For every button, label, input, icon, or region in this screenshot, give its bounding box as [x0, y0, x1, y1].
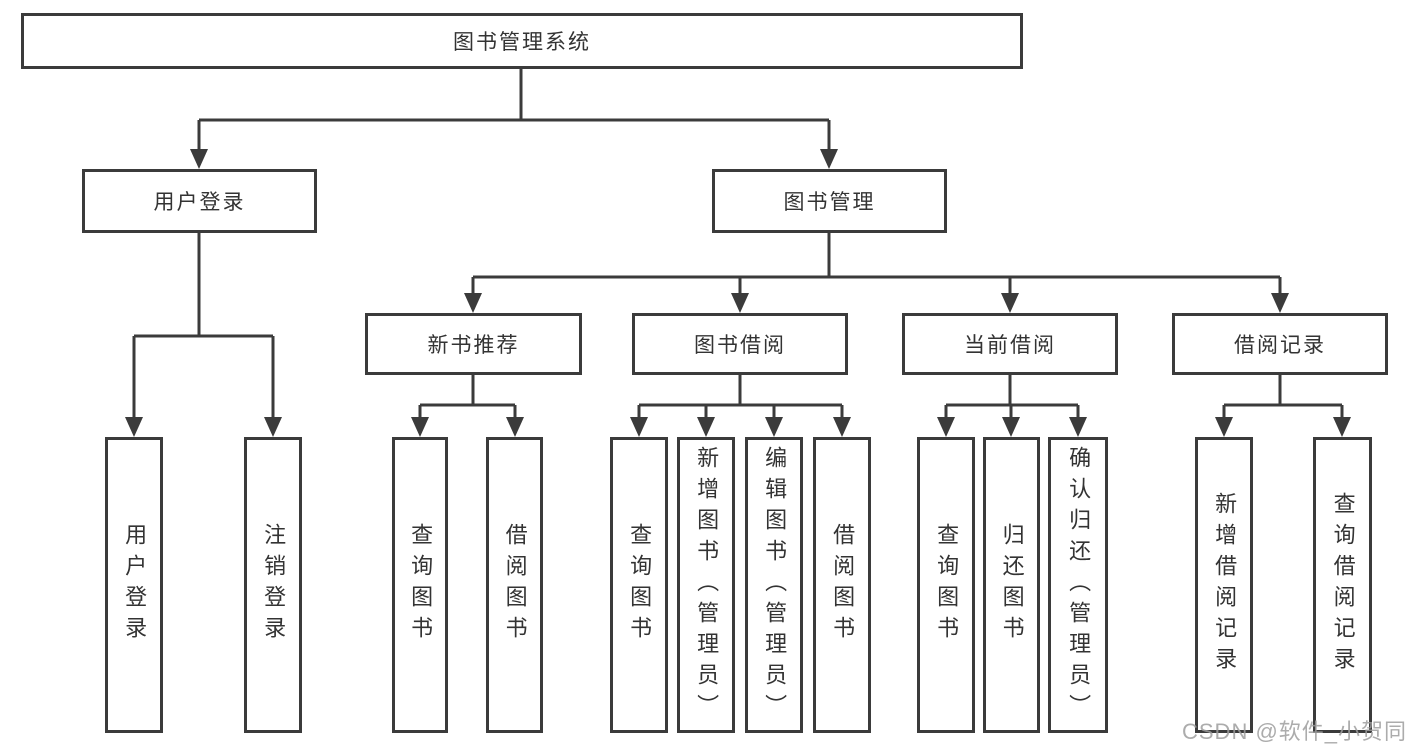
node-new-book-recommend: 新书推荐: [365, 313, 582, 375]
node-user-login: 用户登录: [82, 169, 317, 233]
leaf-confirm-return-admin: 确认归还（管理员）: [1048, 437, 1108, 733]
arrowhead: [833, 417, 851, 437]
node-borrow-records: 借阅记录: [1172, 313, 1388, 375]
node-root: 图书管理系统: [21, 13, 1023, 69]
connector-book-borrow-branch: [637, 375, 844, 421]
leaf-confirm-return-admin-label: 确认归还（管理员）: [1066, 445, 1092, 725]
node-user-login-label: 用户登录: [153, 191, 246, 214]
arrowhead: [630, 417, 648, 437]
leaf-edit-book-admin-label: 编辑图书（管理员）: [762, 445, 788, 725]
leaf-return-book-label: 归还图书: [999, 523, 1025, 647]
node-borrow-records-label: 借阅记录: [1234, 334, 1326, 357]
node-current-borrow: 当前借阅: [902, 313, 1118, 375]
connector-user-login-branch: [132, 233, 275, 421]
leaf-borrow-book-2: 借阅图书: [813, 437, 871, 733]
node-book-management: 图书管理: [712, 169, 947, 233]
leaf-borrow-book-2-label: 借阅图书: [830, 523, 856, 647]
arrowhead: [1069, 417, 1087, 437]
arrowhead: [1215, 417, 1233, 437]
arrowhead: [1002, 417, 1020, 437]
leaf-logout: 注销登录: [244, 437, 302, 733]
arrowhead: [411, 417, 429, 437]
node-new-book-recommend-label: 新书推荐: [427, 334, 520, 357]
leaf-borrow-book-1: 借阅图书: [486, 437, 543, 733]
arrowhead: [937, 417, 955, 437]
arrowhead: [506, 417, 524, 437]
node-root-label: 图书管理系统: [453, 31, 591, 54]
leaf-edit-book-admin: 编辑图书（管理员）: [745, 437, 803, 733]
connector-current-borrow-branch: [944, 375, 1080, 421]
leaf-add-book-admin: 新增图书（管理员）: [677, 437, 735, 733]
arrowhead: [731, 293, 749, 313]
arrowhead: [125, 417, 143, 437]
connector-new-book-branch: [418, 375, 517, 421]
arrowhead: [1271, 293, 1289, 313]
leaf-borrow-book-1-label: 借阅图书: [502, 523, 528, 647]
connector-borrow-records-branch: [1222, 375, 1344, 421]
leaf-query-book-3-label: 查询图书: [934, 523, 960, 647]
leaf-user-login-label: 用户登录: [122, 523, 148, 647]
leaf-query-borrow-record-label: 查询借阅记录: [1330, 492, 1356, 678]
leaf-query-book-2-label: 查询图书: [627, 523, 653, 647]
arrowhead: [697, 417, 715, 437]
node-current-borrow-label: 当前借阅: [964, 334, 1056, 357]
leaf-return-book: 归还图书: [983, 437, 1040, 733]
leaf-query-book-1: 查询图书: [392, 437, 448, 733]
arrowhead: [264, 417, 282, 437]
leaf-query-borrow-record: 查询借阅记录: [1313, 437, 1372, 733]
leaf-add-book-admin-label: 新增图书（管理员）: [694, 445, 720, 725]
leaf-user-login: 用户登录: [105, 437, 163, 733]
node-book-borrow-label: 图书借阅: [694, 334, 786, 357]
arrowhead: [820, 149, 838, 169]
leaf-logout-label: 注销登录: [261, 523, 287, 647]
arrowhead: [1001, 293, 1019, 313]
leaf-add-borrow-record: 新增借阅记录: [1195, 437, 1253, 733]
connector-book-management-branch: [471, 233, 1282, 297]
leaf-query-book-3: 查询图书: [917, 437, 975, 733]
csdn-watermark: CSDN @软件_小贺同学: [1182, 719, 1405, 744]
arrowhead: [190, 149, 208, 169]
arrowhead: [464, 293, 482, 313]
node-book-borrow: 图书借阅: [632, 313, 848, 375]
connector-root-branch: [197, 69, 831, 153]
leaf-query-book-2: 查询图书: [610, 437, 668, 733]
arrowhead: [1333, 417, 1351, 437]
leaf-query-book-1-label: 查询图书: [408, 523, 434, 647]
leaf-add-borrow-record-label: 新增借阅记录: [1212, 492, 1238, 678]
arrowhead: [765, 417, 783, 437]
node-book-management-label: 图书管理: [783, 191, 876, 214]
